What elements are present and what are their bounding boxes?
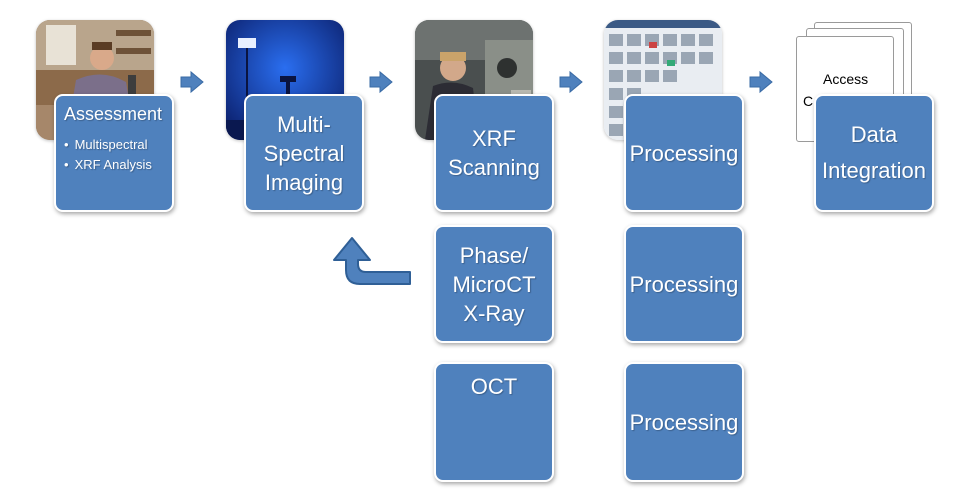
flow-arrow-3 — [559, 70, 583, 94]
return-arrow — [333, 237, 411, 285]
bullet-item: Multispectral — [64, 135, 152, 155]
processing-box-2: Processing — [624, 225, 744, 343]
xrf-scanning-box: XRF Scanning — [434, 94, 554, 212]
oct-label: OCT — [470, 374, 518, 399]
bullet-item: XRF Analysis — [64, 155, 152, 175]
data-integration-label: Data Integration — [822, 122, 926, 183]
documents-text-fragment: C — [803, 93, 814, 109]
multispectral-imaging-label: Multi- Spectral Imaging — [263, 111, 345, 195]
processing-label-3: Processing — [629, 409, 739, 435]
assessment-bullets: Multispectral XRF Analysis — [64, 135, 152, 175]
processing-label-1: Processing — [629, 140, 739, 166]
processing-box-3: Processing — [624, 362, 744, 482]
documents-text: Access — [823, 71, 869, 87]
assessment-box: Assessment Multispectral XRF Analysis — [54, 94, 174, 212]
multispectral-imaging-box: Multi- Spectral Imaging — [244, 94, 364, 212]
processing-label-2: Processing — [629, 271, 739, 297]
flow-arrow-4 — [749, 70, 773, 94]
phase-xray-box: Phase/ MicroCT X-Ray — [434, 225, 554, 343]
flow-arrow-2 — [369, 70, 393, 94]
oct-box: OCT — [434, 362, 554, 482]
assessment-title: Assessment — [64, 104, 163, 124]
xrf-scanning-label: XRF Scanning — [448, 126, 540, 180]
flow-arrow-1 — [180, 70, 204, 94]
data-integration-box: Data Integration — [814, 94, 934, 212]
phase-xray-label: Phase/ MicroCT X-Ray — [452, 242, 536, 326]
processing-box-1: Processing — [624, 94, 744, 212]
